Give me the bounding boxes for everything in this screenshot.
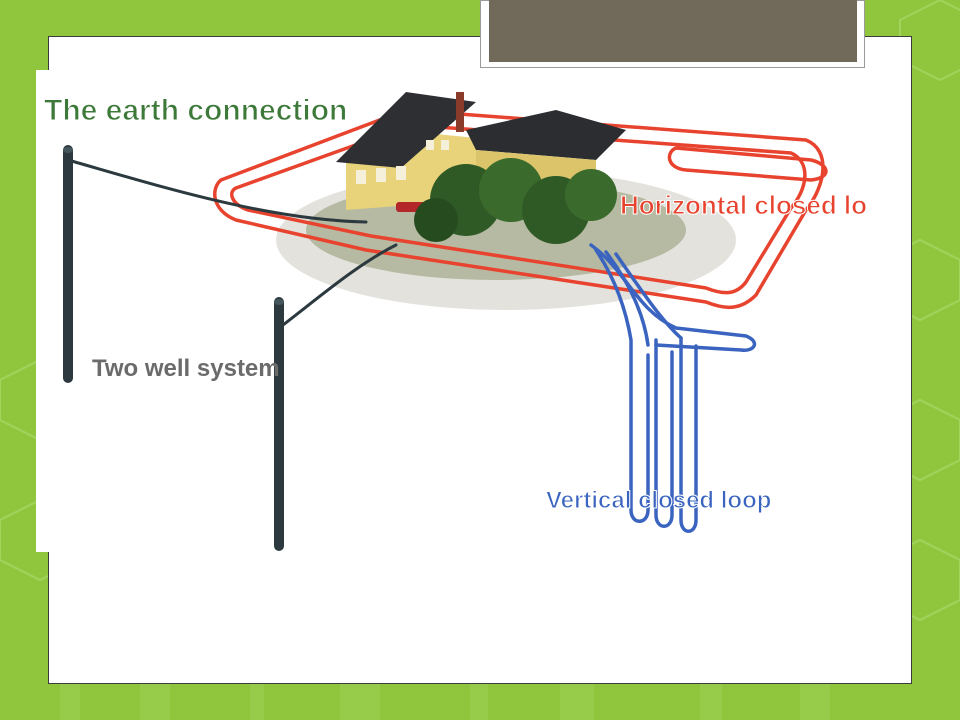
well-connector-1 bbox=[66, 158, 368, 224]
vertical-pipe-2 bbox=[604, 250, 650, 347]
two-well-system bbox=[63, 145, 398, 551]
horizontal-loop-outer bbox=[213, 108, 825, 310]
two-well-label: Two well system bbox=[92, 355, 280, 382]
trees bbox=[414, 158, 617, 244]
vertical-pipe-1 bbox=[594, 248, 650, 523]
vertical-pipe-5 bbox=[614, 252, 683, 340]
horizontal-loop-label: Horizontal closed loop bbox=[620, 190, 866, 220]
title-bar bbox=[489, 0, 857, 62]
horizontal-loop bbox=[213, 108, 828, 310]
vertical-loop-label: Vertical closed loop bbox=[546, 487, 771, 514]
horizontal-loop-inner bbox=[230, 123, 807, 295]
geothermal-diagram: The earth connection Horizontal closed l… bbox=[36, 70, 866, 552]
vertical-pipe-4 bbox=[679, 336, 698, 533]
well-connector-2 bbox=[277, 243, 398, 330]
horizontal-loop-coil bbox=[667, 146, 828, 182]
vertical-loop bbox=[589, 243, 757, 533]
heading-label: The earth connection bbox=[44, 94, 347, 127]
vertical-pipe-3 bbox=[654, 338, 674, 528]
vertical-loop-manifold bbox=[589, 243, 757, 352]
